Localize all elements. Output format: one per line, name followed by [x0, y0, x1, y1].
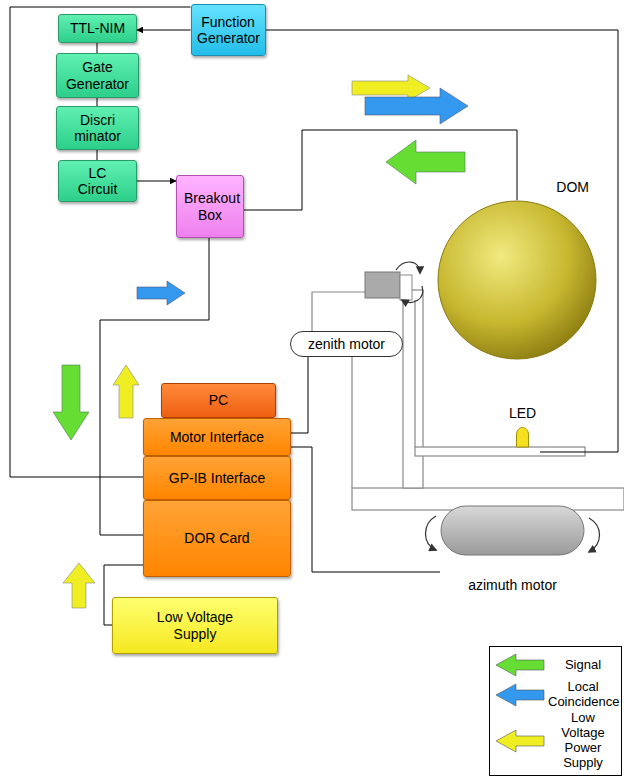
legend-entry: Local Coincidence: [492, 680, 619, 710]
connector-line: [266, 30, 619, 452]
node-label: DOM: [556, 179, 589, 195]
node-label: Motor Interface: [170, 429, 264, 445]
process-box: Discri minator: [56, 106, 139, 150]
motor-shape: [440, 505, 585, 557]
rotation-arrow: [396, 262, 420, 273]
node-label: Discri minator: [62, 112, 133, 144]
process-box: Low Voltage Supply: [112, 597, 278, 654]
zenith-gear-block: [365, 272, 400, 298]
motor-label-box: zenith motor: [290, 331, 403, 357]
connector-line: [244, 130, 517, 210]
connector-line: [97, 43, 98, 53]
power-arrow: [113, 365, 139, 418]
post-inner-line: [414, 300, 415, 447]
frame-outline: [351, 357, 352, 488]
process-box: DOR Card: [143, 500, 291, 577]
support-post: [403, 290, 423, 488]
connector-line: [137, 30, 191, 31]
node-label: zenith motor: [308, 336, 385, 352]
rotation-arrow: [402, 286, 423, 302]
coincidence-arrow: [365, 88, 468, 124]
node-label: TTL-NIM: [70, 20, 125, 36]
node-label: LED: [495, 405, 550, 421]
connector-line: [291, 357, 308, 433]
process-box: Motor Interface: [143, 418, 291, 456]
process-box: PC: [161, 383, 276, 418]
legend-swatch: [492, 651, 548, 679]
legend-arrow: [496, 654, 544, 676]
node-label: DOR Card: [184, 530, 249, 546]
motor-body: [441, 506, 584, 555]
process-box: Function Generator: [191, 4, 266, 56]
node-label: GP-IB Interface: [169, 470, 265, 486]
connector-line: [291, 447, 440, 572]
coincidence-arrow: [137, 281, 185, 305]
led-bulb: [517, 428, 529, 448]
rotation-arrow: [426, 516, 437, 550]
frame-outline: [312, 292, 365, 331]
legend-entry: Low Voltage Power Supply: [492, 711, 619, 771]
node-label: Low Voltage Supply: [145, 609, 245, 641]
legend-swatch: [492, 681, 548, 709]
dom-sphere-outline: [438, 201, 596, 359]
connector-line: [97, 98, 98, 106]
azimuth-motor: azimuth motor: [440, 505, 585, 595]
legend-arrow: [496, 684, 544, 706]
led-emitter: LED: [505, 405, 540, 456]
node-label: LC Circuit: [73, 165, 123, 197]
legend-arrow: [496, 730, 544, 752]
zenith-bracket: [400, 275, 412, 300]
node-label: Breakout Box: [184, 190, 236, 222]
node-label: PC: [209, 392, 228, 408]
signal-arrow: [386, 140, 465, 184]
rotation-arrow: [589, 518, 600, 552]
node-label: Function Generator: [197, 14, 259, 46]
legend-label: Low Voltage Power Supply: [548, 711, 618, 771]
process-box: LC Circuit: [58, 160, 137, 202]
legend-label: Local Coincidence: [548, 680, 618, 710]
process-box: Breakout Box: [176, 175, 244, 238]
connector-line: [97, 150, 98, 160]
process-box: GP-IB Interface: [143, 456, 291, 500]
sphere-shape: [437, 200, 597, 360]
signal-arrow: [53, 365, 89, 440]
node-label: Gate Generator: [62, 59, 133, 91]
node-label: azimuth motor: [440, 577, 585, 593]
dom-sphere: DOM: [437, 200, 597, 360]
legend-box: SignalLocal CoincidenceLow Voltage Power…: [489, 646, 622, 776]
connector-line: [137, 181, 176, 182]
power-arrow: [63, 563, 95, 608]
legend-swatch: [492, 727, 548, 755]
legend-label: Signal: [548, 658, 618, 673]
process-box: TTL-NIM: [58, 14, 137, 43]
legend-entry: Signal: [492, 651, 619, 679]
process-box: Gate Generator: [56, 53, 139, 98]
